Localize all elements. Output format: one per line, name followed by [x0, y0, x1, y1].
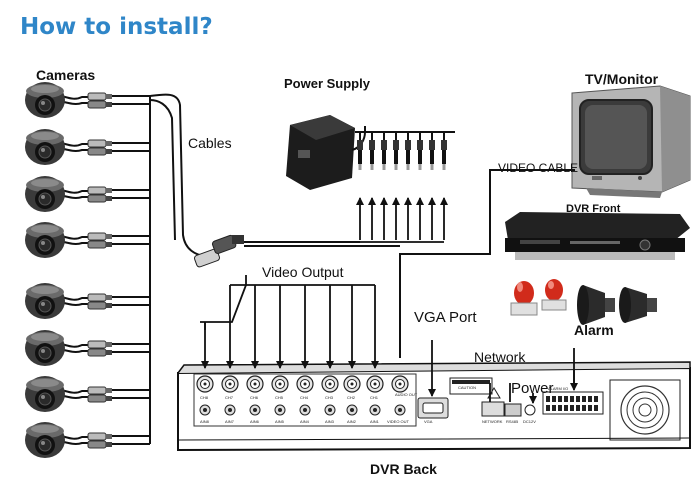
alarm-light-icon [510, 279, 567, 316]
terminal-pin [588, 396, 592, 402]
terminal-pin [576, 405, 580, 411]
channel-label: CH8 [200, 395, 209, 400]
video-out-text: VIDEO OUT [387, 419, 410, 424]
audio-in-port [274, 404, 286, 416]
port-arrows [428, 340, 578, 404]
terminal-pin [546, 396, 550, 402]
audio-in-label: AIN8 [200, 419, 210, 424]
bnc-port-ch2 [343, 375, 361, 393]
video-out-port [391, 375, 409, 393]
audio-in-port [249, 404, 261, 416]
audio-in-label: AIN7 [225, 419, 235, 424]
channel-label: CH4 [300, 395, 309, 400]
power-adapter-icon [286, 115, 455, 190]
terminal-pin [582, 405, 586, 411]
audio-in-label: AIN2 [347, 419, 357, 424]
bnc-port-ch5 [271, 375, 289, 393]
audio-in-port [199, 404, 211, 416]
bnc-port-ch1 [366, 375, 384, 393]
dvr-front-icon [505, 212, 690, 260]
tv-monitor-label: TV/Monitor [585, 71, 659, 87]
terminal-pin [582, 396, 586, 402]
bnc-port-ch3 [321, 375, 339, 393]
dc-port-text: DC12V [523, 419, 536, 424]
channel-label: CH1 [370, 395, 379, 400]
video-cable [399, 169, 575, 358]
network-label: Network [474, 349, 526, 365]
terminal-pin [558, 405, 562, 411]
network-port-text: NETWORK [482, 419, 503, 424]
terminal-pin [594, 405, 598, 411]
cables-label: Cables [188, 135, 232, 151]
terminal-pin [552, 396, 556, 402]
terminal-pin [552, 405, 556, 411]
bnc-port-ch6 [246, 375, 264, 393]
dvr-back-panel [177, 361, 691, 452]
channel-label: CH7 [225, 395, 234, 400]
power-splitter-plugs [357, 132, 447, 170]
terminal-pin [564, 396, 568, 402]
terminal-pin [588, 405, 592, 411]
cameras-label: Cameras [36, 67, 95, 83]
terminal-pin [558, 396, 562, 402]
audio-in-port [369, 404, 381, 416]
alarm-label: Alarm [574, 322, 614, 338]
audio-in-label: AIN3 [325, 419, 335, 424]
audio-in-port [299, 404, 311, 416]
channel-label: CH5 [275, 395, 284, 400]
audio-in-label: AIN4 [300, 419, 310, 424]
audio-in-label: AIN1 [370, 419, 380, 424]
cooling-fan-icon [620, 385, 670, 435]
audio-in-port [324, 404, 336, 416]
siren-speaker-icon [577, 285, 657, 325]
terminal-pin [570, 405, 574, 411]
page-title: How to install? [20, 14, 213, 40]
rs485-port-text: RS485 [506, 419, 519, 424]
caution-text: CAUTION [458, 385, 476, 390]
power-label: Power [511, 380, 554, 397]
dvr-front-label: DVR Front [566, 203, 621, 215]
bnc-port-ch8 [196, 375, 214, 393]
bnc-port-ch4 [296, 375, 314, 393]
bnc-port-ch7 [221, 375, 239, 393]
alarm-io-text: ALARM I/O [548, 386, 568, 391]
audio-in-port [224, 404, 236, 416]
terminal-pin [564, 405, 568, 411]
channel-label: CH3 [325, 395, 334, 400]
audio-in-label: AIN6 [250, 419, 260, 424]
alarm-terminal-block [546, 396, 598, 411]
power-arrows [356, 197, 448, 243]
video-cable-label: VIDEO CABLE [498, 161, 578, 175]
terminal-pin [576, 396, 580, 402]
audio-in-port [346, 404, 358, 416]
audio-out-port [394, 404, 406, 416]
terminal-pin [570, 396, 574, 402]
cable-trunk [149, 93, 206, 444]
power-supply-label: Power Supply [284, 76, 371, 91]
audio-out-text: AUDIO OUT [395, 392, 418, 397]
dome-camera-icon [24, 81, 66, 459]
terminal-pin [546, 405, 550, 411]
vga-port-text: VGA [424, 419, 433, 424]
audio-in-label: AIN5 [275, 419, 285, 424]
video-output-arrows [200, 275, 379, 369]
channel-label: CH2 [347, 395, 356, 400]
tv-monitor-icon [571, 85, 691, 198]
bnc-connector-icon [194, 234, 400, 268]
vga-port-label: VGA Port [414, 309, 477, 326]
dvr-back-label: DVR Back [370, 461, 437, 477]
terminal-pin [594, 396, 598, 402]
video-output-label: Video Output [262, 264, 344, 280]
channel-label: CH6 [250, 395, 259, 400]
